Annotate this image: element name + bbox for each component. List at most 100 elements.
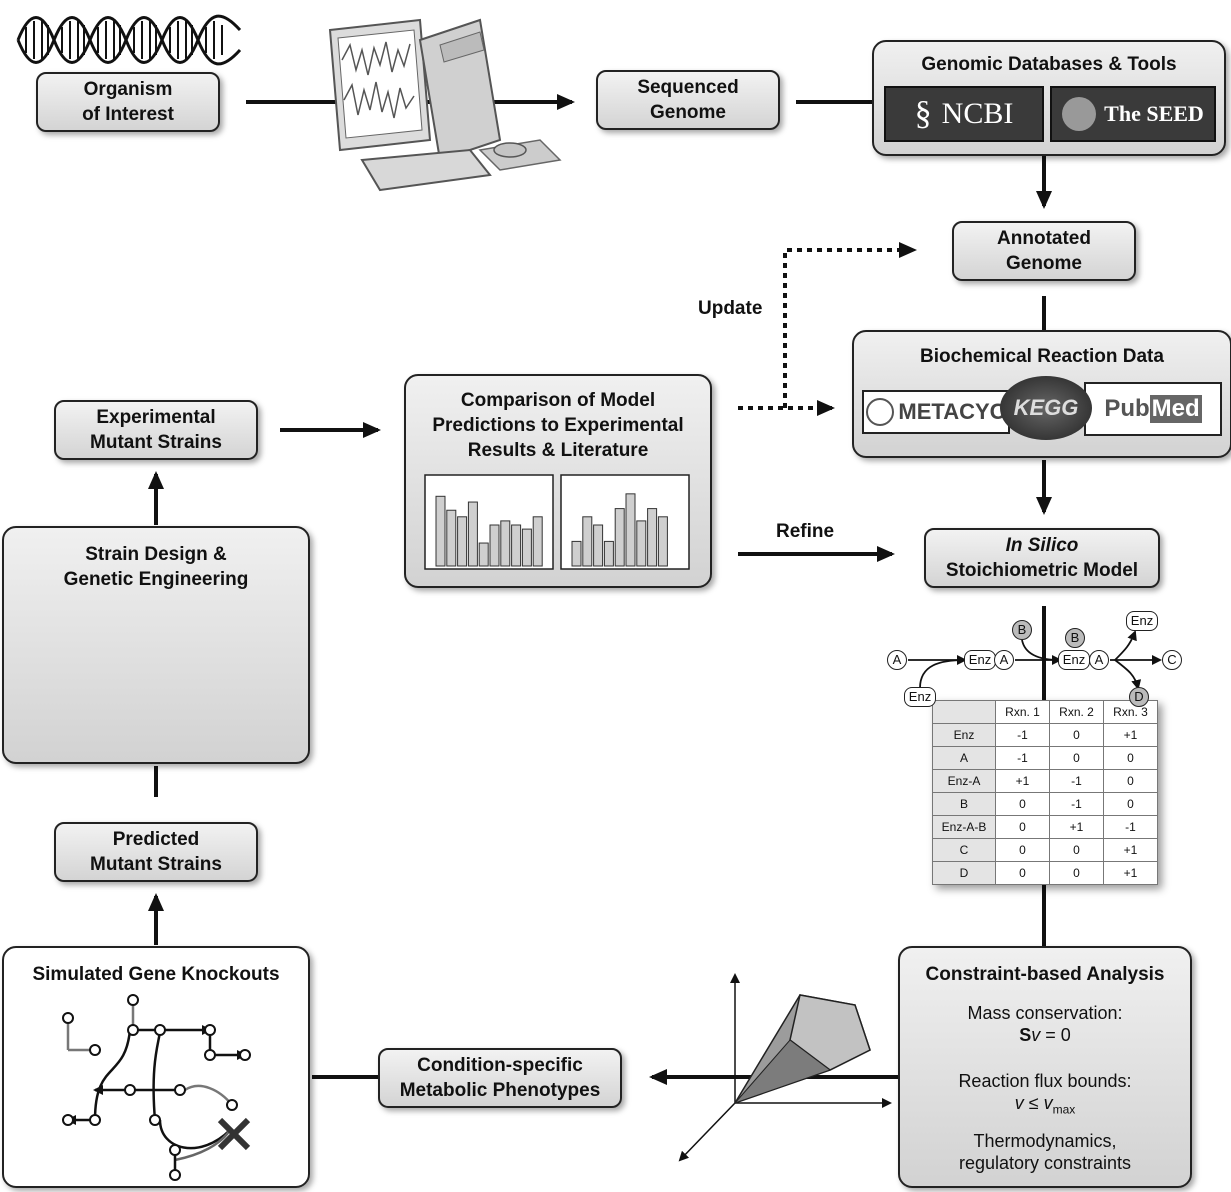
- table-cell: 0: [1049, 861, 1104, 885]
- left-chart-bar: [446, 509, 457, 567]
- table-cell: 0: [995, 792, 1050, 816]
- table-cell: +1: [1103, 861, 1158, 885]
- table-row-label: Enz-A: [932, 769, 996, 793]
- kegg-logo: KEGG: [1000, 376, 1092, 440]
- table-header-cell: Rxn. 2: [1049, 700, 1104, 724]
- in-silico-line-2: Stoichiometric Model: [945, 560, 1139, 581]
- left-chart-bar: [500, 520, 511, 567]
- ncbi-logo: § NCBI: [884, 86, 1044, 142]
- right-chart-bar: [582, 516, 593, 567]
- flux-bounds-equation: v ≤ vmax: [900, 1092, 1190, 1121]
- table-cell: -1: [995, 723, 1050, 747]
- kegg-text: KEGG: [1013, 395, 1079, 420]
- experimental-line-1: Experimental: [96, 407, 216, 428]
- update-label: Update: [698, 298, 763, 319]
- knockouts-panel: Simulated Gene Knockouts: [2, 946, 310, 1188]
- table-corner-cell: [932, 700, 996, 724]
- predicted-line-1: Predicted: [112, 829, 200, 850]
- metabolite-node: C: [1162, 650, 1182, 670]
- metabolite-node: B: [1012, 620, 1032, 640]
- table-row-label: D: [932, 861, 996, 885]
- condition-line-1: Condition-specific: [417, 1055, 583, 1076]
- strain-design-line-2: Genetic Engineering: [63, 569, 249, 590]
- pubmed-text-pub: Pub: [1104, 395, 1150, 422]
- eq-v: v: [1031, 1025, 1041, 1045]
- left-chart-bar: [435, 495, 446, 567]
- flux-bounds-label: Reaction flux bounds:: [958, 1071, 1132, 1091]
- table-row-label: B: [932, 792, 996, 816]
- left-chart-bar: [478, 542, 489, 567]
- ncbi-text: NCBI: [941, 97, 1014, 130]
- right-chart-bar: [614, 508, 625, 567]
- knockout-nodes: [62, 994, 251, 1181]
- table-cell: -1: [1049, 792, 1104, 816]
- metacyc-logo: METACYC: [862, 390, 1010, 434]
- table-row-label: C: [932, 838, 996, 862]
- metacyc-emblem-icon: [866, 398, 895, 426]
- right-chart-bar: [571, 540, 582, 567]
- left-chart-bar: [489, 524, 500, 567]
- metabolite-node: A: [994, 650, 1014, 670]
- flux-v: v: [1014, 1093, 1024, 1113]
- metabolite-node: A: [887, 650, 907, 670]
- metacyc-text: METACYC: [898, 399, 1006, 424]
- organism-line-2: of Interest: [82, 104, 174, 125]
- sequenced-line-1: Sequenced: [637, 77, 739, 98]
- right-chart-bar: [603, 540, 614, 567]
- left-chart-bar: [467, 501, 478, 567]
- dna-helix-icon: [16, 14, 242, 66]
- left-chart-bar: [532, 516, 543, 567]
- table-cell: 0: [1049, 838, 1104, 862]
- table-row-label: Enz: [932, 723, 996, 747]
- flux-cone-icon: [678, 973, 892, 1162]
- strain-design-line-1: Strain Design &: [85, 544, 227, 565]
- flux-max-subscript: max: [1052, 1102, 1076, 1117]
- comparison-line-3: Results & Literature: [467, 440, 649, 461]
- metabolite-node: B: [1065, 628, 1085, 648]
- condition-line-2: Metabolic Phenotypes: [399, 1080, 601, 1101]
- comparison-line-2: Predictions to Experimental: [432, 415, 684, 436]
- left-chart-bar: [511, 524, 522, 567]
- right-chart-bar: [593, 524, 604, 567]
- table-cell: -1: [1049, 769, 1104, 793]
- right-chart-bar: [636, 520, 647, 567]
- enzyme-node: Enz: [964, 650, 996, 670]
- right-chart-bar: [647, 508, 658, 567]
- metabolite-node: A: [1089, 650, 1109, 670]
- table-cell: -1: [995, 746, 1050, 770]
- comparison-line-1: Comparison of Model: [460, 390, 656, 411]
- table-cell: 0: [1103, 769, 1158, 793]
- constraint-analysis-title: Constraint-based Analysis: [925, 964, 1165, 985]
- computer-icon: [328, 18, 562, 192]
- seed-text: The SEED: [1104, 101, 1204, 126]
- predicted-line-2: Mutant Strains: [90, 854, 222, 875]
- eq-s: S: [1019, 1025, 1032, 1045]
- left-chart-bar: [521, 528, 532, 567]
- table-cell: +1: [1049, 815, 1104, 839]
- flux-le: ≤: [1023, 1093, 1044, 1113]
- table-cell: 0: [995, 815, 1050, 839]
- helix-glyph-icon: §: [914, 95, 932, 132]
- knockouts-title: Simulated Gene Knockouts: [32, 964, 280, 985]
- table-cell: 0: [995, 838, 1050, 862]
- left-chart-bar: [457, 516, 468, 567]
- mass-conservation-label: Mass conservation:: [967, 1003, 1123, 1023]
- right-chart-bar: [625, 493, 636, 567]
- comparison-chart-right: [560, 474, 690, 570]
- biochemical-reaction-title: Biochemical Reaction Data: [920, 346, 1164, 367]
- enzyme-node: Enz: [1058, 650, 1090, 670]
